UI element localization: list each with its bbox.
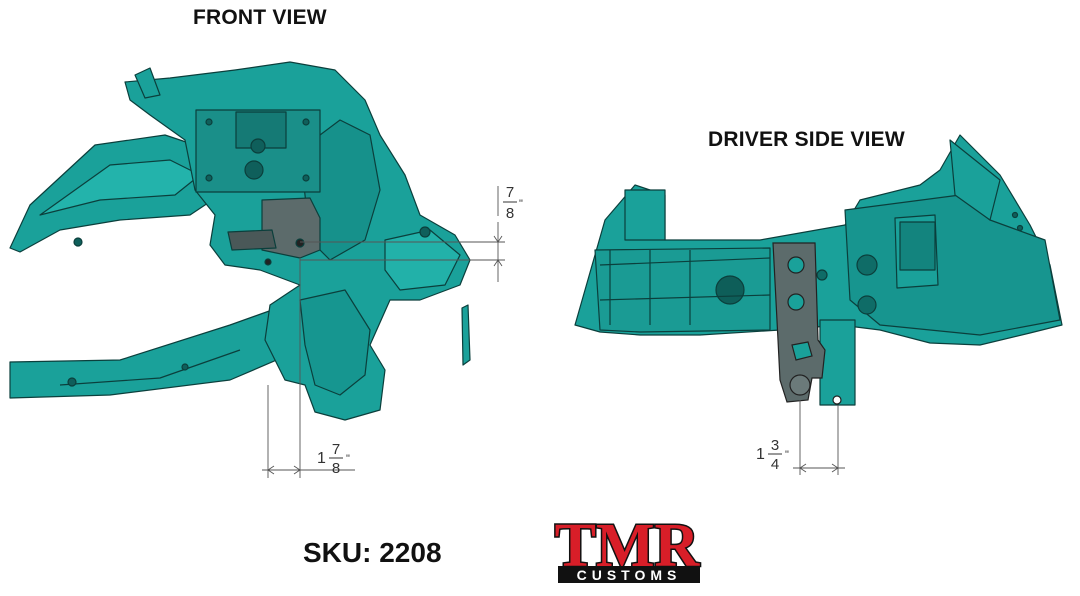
tmr-customs-logo: TMR CUSTOMS <box>553 511 702 583</box>
side-dim-h-whole: 1 <box>756 446 765 463</box>
front-horizontal-dimension: 1 7 8 " <box>317 441 350 477</box>
front-dim-v-denominator: 8 <box>506 205 514 222</box>
front-dim-h-numerator: 7 <box>332 441 340 458</box>
side-dim-h-numerator: 3 <box>771 437 779 454</box>
driver-side-view-title: DRIVER SIDE VIEW <box>708 128 905 151</box>
front-dim-h-whole: 1 <box>317 450 326 467</box>
side-view-gray-bracket <box>772 242 842 405</box>
side-dim-lines <box>793 400 845 475</box>
front-dim-h-unit: " <box>346 453 350 465</box>
front-dim-h-denominator: 8 <box>332 460 340 477</box>
side-horizontal-dimension: 1 3 4 " <box>756 437 789 473</box>
side-view-frame <box>574 134 1063 406</box>
front-vertical-dimension: 7 8 " <box>503 184 523 222</box>
front-view-title: FRONT VIEW <box>193 6 327 29</box>
side-dim-h-unit: " <box>785 449 789 461</box>
logo-sub-text: CUSTOMS <box>577 567 682 583</box>
side-dim-h-denominator: 4 <box>771 456 779 473</box>
front-view-frame <box>9 61 471 421</box>
front-dim-v-numerator: 7 <box>506 184 514 201</box>
front-dim-v-unit: " <box>519 198 523 210</box>
front-dim-lines <box>262 186 505 478</box>
sku-label: SKU: 2208 <box>303 537 442 568</box>
